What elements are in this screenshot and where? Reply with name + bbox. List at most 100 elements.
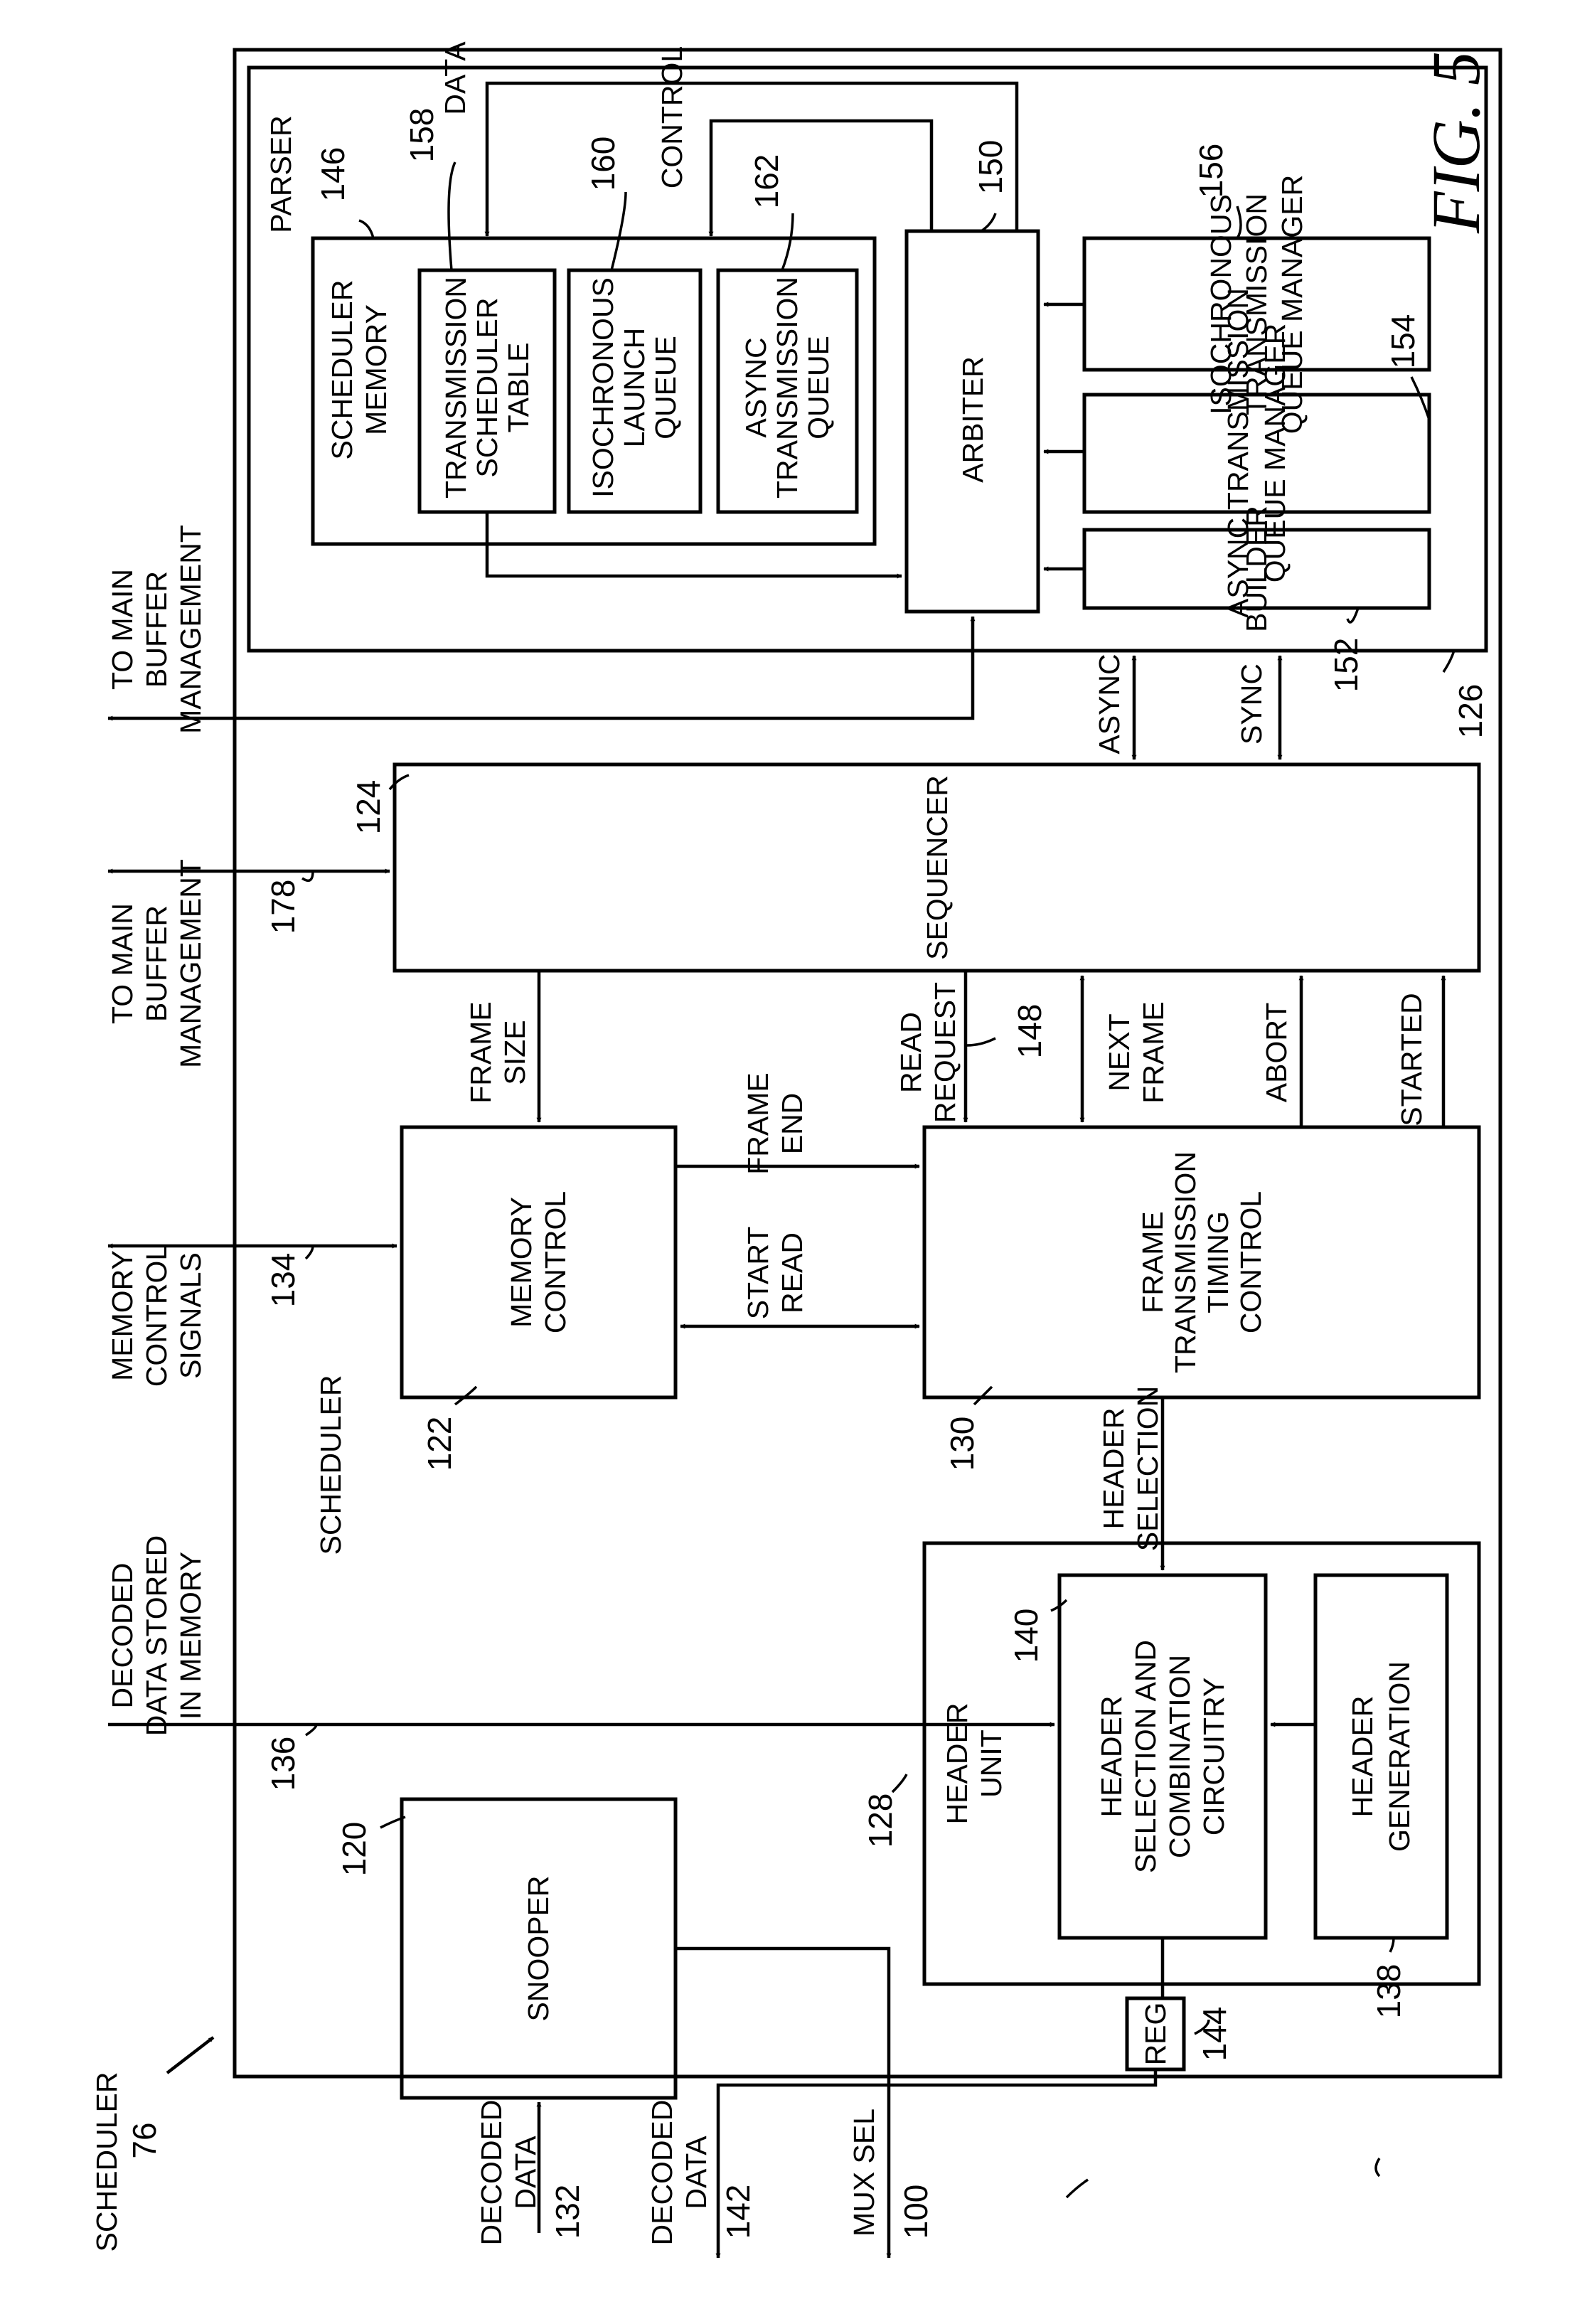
sync-label: SYNC: [1235, 663, 1268, 745]
arbiter-label-line: ARBITER: [956, 356, 989, 483]
ref-138: 138: [1370, 1964, 1407, 2019]
read-request-label: READREQUEST: [895, 982, 961, 1123]
ref-130: 130: [944, 1417, 981, 1471]
ref-142-line: 142: [720, 2185, 757, 2239]
ref-76: 76: [126, 2122, 163, 2158]
isochronous-launch-queue-label-line: LAUNCH: [618, 328, 651, 448]
memory-control-label-line: MEMORY: [505, 1197, 538, 1328]
scheduler-title: SCHEDULER: [314, 1375, 347, 1555]
control-label: CONTROL: [656, 46, 688, 188]
ref-100: 100: [897, 2185, 934, 2239]
sync-label-line: SYNC: [1235, 663, 1268, 745]
ref-178-line: 178: [265, 880, 301, 934]
builder-label-line: BUILDER: [1240, 506, 1273, 632]
ref-136: 136: [265, 1737, 301, 1791]
header-generation-label-line: GENERATION: [1383, 1661, 1416, 1852]
ref-132-line: 132: [549, 2185, 586, 2239]
ref-148: 148: [1011, 1004, 1048, 1059]
scheduler-76-arrow: [167, 2037, 213, 2073]
decoded-data-stored-label-line: DECODED: [106, 1562, 139, 1708]
start-read-label: STARTREAD: [742, 1227, 808, 1320]
decoded-data-out-line: [718, 2069, 1155, 2258]
ref-126: 126: [1452, 684, 1489, 739]
header-selection-box: [1059, 1575, 1266, 1938]
frame-timing-label-line: FRAME: [1136, 1211, 1169, 1313]
to-main-buffer-2-label-line: TO MAIN: [106, 903, 139, 1024]
frame-size-label-line: SIZE: [498, 1020, 531, 1084]
abort-label-line: ABORT: [1260, 1003, 1293, 1103]
builder-label: BUILDER: [1240, 506, 1273, 632]
scheduler-outer-label: SCHEDULER: [90, 2072, 123, 2252]
header-selection-label: HEADERSELECTION ANDCOMBINATIONCIRCUITRY: [1095, 1640, 1230, 1873]
scheduler-box: [235, 50, 1500, 2077]
ref-158: 158: [403, 108, 440, 163]
decoded-data-in-label-line: DATA: [509, 2136, 542, 2210]
ref-142: 142: [720, 2185, 757, 2239]
header-selection-label-line: HEADER: [1095, 1696, 1128, 1818]
ref-134-line: 134: [265, 1253, 301, 1308]
ref-138-line: 138: [1370, 1964, 1407, 2019]
decoded-data-in-label-line: DECODED: [475, 2099, 508, 2245]
async-label-line: ASYNC: [1093, 654, 1126, 754]
isochronous-launch-queue-label: ISOCHRONOUSLAUNCHQUEUE: [587, 277, 682, 498]
header-unit-label: HEADERUNIT: [941, 1703, 1008, 1825]
scheduler-outer-label-line: SCHEDULER: [90, 2072, 123, 2252]
ref-128-line: 128: [862, 1793, 899, 1848]
ref-146-line: 146: [314, 147, 351, 202]
ref-160: 160: [584, 137, 621, 191]
next-frame-label-line: FRAME: [1137, 1001, 1170, 1104]
to-main-buffer-2-label-line: BUFFER: [140, 905, 173, 1022]
ref-158-line: 158: [403, 108, 440, 163]
ref-122: 122: [421, 1417, 458, 1471]
figure-label: FIG. 5: [1418, 51, 1494, 234]
header-unit-label-line: UNIT: [975, 1729, 1008, 1798]
header-generation-label-line: HEADER: [1346, 1696, 1379, 1818]
header-generation-label: HEADERGENERATION: [1346, 1661, 1416, 1852]
transmission-scheduler-table-label-line: TRANSMISSION: [439, 277, 472, 499]
header-unit-label-line: HEADER: [941, 1703, 973, 1825]
read-request-label-line: READ: [895, 1012, 927, 1093]
scheduler-memory-label-line: MEMORY: [360, 304, 392, 435]
header-selection-label-line: CIRCUITRY: [1197, 1678, 1230, 1835]
async-label: ASYNC: [1093, 654, 1126, 754]
memory-control-signals-label-line: SIGNALS: [174, 1252, 207, 1379]
ref-120-line: 120: [336, 1822, 373, 1877]
ref-126-line: 126: [1452, 684, 1489, 739]
frame-size-label-line: FRAME: [464, 1001, 497, 1104]
ref-156: 156: [1192, 144, 1229, 198]
async-transmission-queue-label-line: TRANSMISSION: [771, 277, 803, 499]
header-generation-box: [1315, 1575, 1447, 1938]
async-transmission-queue-label-line: ASYNC: [739, 337, 772, 437]
to-main-buffer-1-label-line: MANAGEMENT: [174, 525, 207, 734]
start-read-label-line: READ: [776, 1232, 808, 1313]
async-transmission-queue-label-line: QUEUE: [802, 336, 835, 439]
data-label-line: DATA: [439, 41, 471, 115]
control-label-line: CONTROL: [656, 46, 688, 188]
transmission-scheduler-table-label: TRANSMISSIONSCHEDULERTABLE: [439, 277, 535, 499]
iso-queue-manager-label: ISOCHRONOUSTRANSMISSIONQUEUE MANAGER: [1205, 175, 1308, 435]
ref-148-line: 148: [1011, 1004, 1048, 1059]
memory-control-signals-label-line: CONTROL: [140, 1244, 173, 1387]
frame-timing-label-line: TRANSMISSION: [1169, 1151, 1202, 1373]
ref-156-line: 156: [1192, 144, 1229, 198]
start-read-label-line: START: [742, 1227, 774, 1320]
ref-144-line: 144: [1196, 2007, 1233, 2062]
mux-sel-label: MUX SEL: [848, 2109, 880, 2237]
transmission-scheduler-table-label-line: TABLE: [502, 343, 535, 433]
header-selection-signal-label-line: SELECTION: [1131, 1386, 1164, 1551]
header-selection-signal-label-line: HEADER: [1097, 1408, 1130, 1530]
ref-76-line: 76: [126, 2122, 163, 2158]
scheduler-memory-label: SCHEDULERMEMORY: [326, 280, 392, 460]
started-label: STARTED: [1395, 993, 1428, 1126]
ref-162: 162: [748, 154, 785, 209]
ref-160-line: 160: [584, 137, 621, 191]
scheduler-memory-label-line: SCHEDULER: [326, 280, 358, 460]
frame-end-label: FRAMEEND: [742, 1072, 808, 1175]
ref-146: 146: [314, 147, 351, 202]
decoded-data-stored-label: DECODEDDATA STOREDIN MEMORY: [106, 1535, 207, 1737]
memory-control-label: MEMORYCONTROL: [505, 1191, 572, 1333]
ref-150: 150: [972, 140, 1009, 195]
header-selection-label-line: SELECTION AND: [1129, 1640, 1162, 1873]
ref-130-line: 130: [944, 1417, 981, 1471]
